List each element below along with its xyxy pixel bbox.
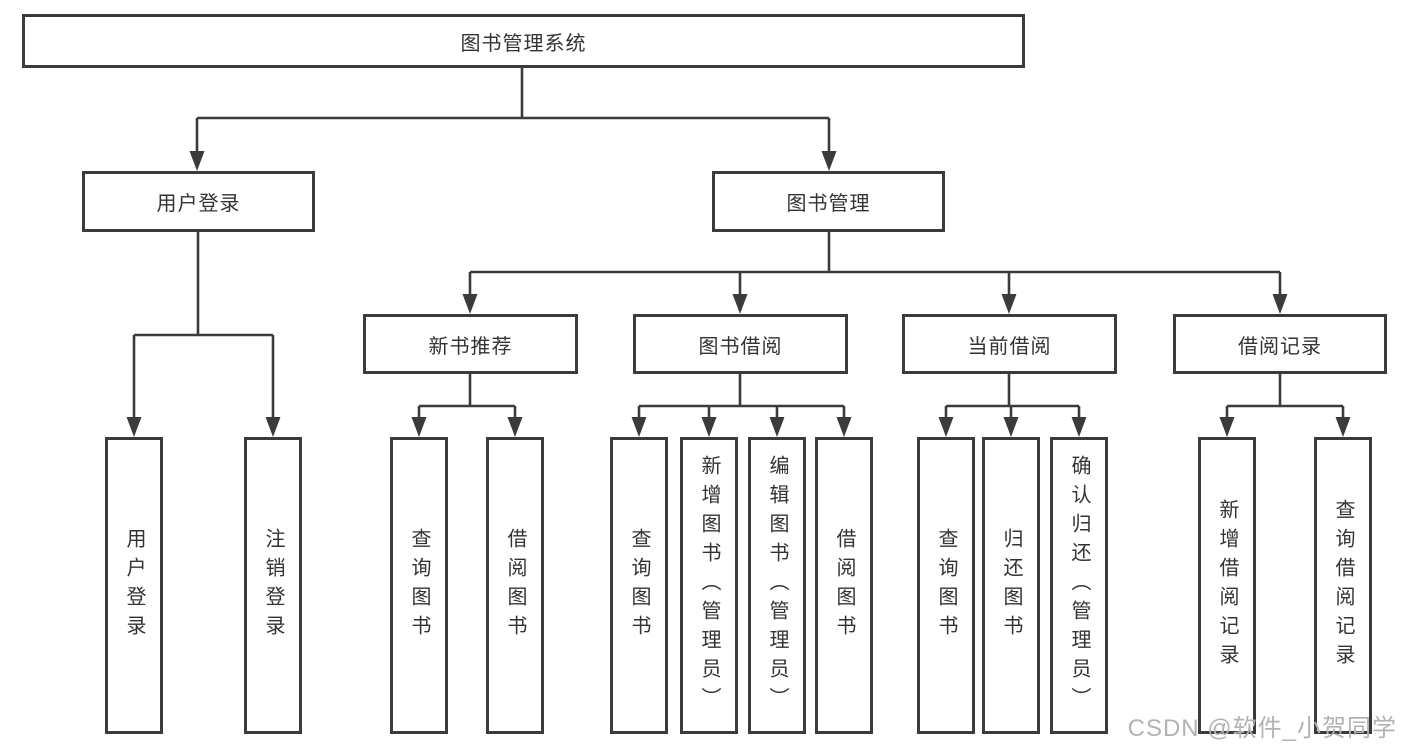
node-label: 新书推荐 bbox=[428, 335, 513, 358]
leaf-label: 编辑图书（管理员） bbox=[766, 455, 788, 716]
node-label: 借阅记录 bbox=[1238, 335, 1322, 358]
leaf-add-borrow-record: 新增借阅记录 bbox=[1198, 437, 1256, 734]
node-label: 图书管理 bbox=[786, 193, 871, 215]
leaf-label: 新增图书（管理员） bbox=[698, 455, 720, 716]
leaf-label: 借阅图书 bbox=[833, 527, 855, 644]
leaf-label: 用户登录 bbox=[123, 527, 145, 644]
node-book-management: 图书管理 bbox=[712, 171, 945, 232]
node-borrow-records: 借阅记录 bbox=[1173, 314, 1387, 374]
node-user-login: 用户登录 bbox=[82, 171, 315, 232]
connector-current-to-leaves bbox=[944, 374, 1081, 418]
connector-newrec-to-leaves bbox=[417, 374, 517, 418]
connector-borrow-to-leaves bbox=[637, 374, 846, 418]
node-current-borrow: 当前借阅 bbox=[902, 314, 1117, 374]
leaf-add-books-admin: 新增图书（管理员） bbox=[680, 437, 738, 734]
node-library-system: 图书管理系统 bbox=[22, 14, 1025, 68]
leaf-borrow-books-recommend: 借阅图书 bbox=[486, 437, 544, 734]
leaf-return-books: 归还图书 bbox=[982, 437, 1040, 734]
leaf-query-books-borrow: 查询图书 bbox=[610, 437, 668, 734]
leaf-logout: 注销登录 bbox=[244, 437, 302, 734]
leaf-confirm-return-admin: 确认归还（管理员） bbox=[1050, 437, 1108, 734]
leaf-user-login: 用户登录 bbox=[105, 437, 163, 734]
leaf-label: 查询图书 bbox=[935, 527, 957, 644]
connector-records-to-leaves bbox=[1225, 374, 1345, 418]
leaf-label: 注销登录 bbox=[262, 527, 284, 644]
node-book-borrow: 图书借阅 bbox=[633, 314, 848, 374]
leaf-edit-books-admin: 编辑图书（管理员） bbox=[748, 437, 806, 734]
leaf-label: 查询图书 bbox=[628, 527, 650, 644]
node-label: 当前借阅 bbox=[967, 335, 1052, 358]
csdn-watermark: CSDN @软件_小贺同学 bbox=[1127, 715, 1397, 742]
node-label: 图书管理系统 bbox=[460, 32, 587, 55]
leaf-label: 归还图书 bbox=[1000, 527, 1022, 644]
connector-userlogin-to-leaves bbox=[132, 232, 275, 418]
leaf-query-books-current: 查询图书 bbox=[917, 437, 975, 734]
node-new-book-recommend: 新书推荐 bbox=[363, 314, 578, 374]
leaf-label: 确认归还（管理员） bbox=[1068, 455, 1090, 716]
leaf-label: 新增借阅记录 bbox=[1216, 498, 1238, 673]
leaf-label: 借阅图书 bbox=[504, 527, 526, 644]
connector-bookmgmt-to-level3 bbox=[468, 232, 1282, 295]
arrowheads bbox=[126, 151, 1351, 437]
leaf-borrow-books: 借阅图书 bbox=[815, 437, 873, 734]
node-label: 图书借阅 bbox=[698, 335, 783, 358]
leaf-query-books-recommend: 查询图书 bbox=[390, 437, 448, 734]
connector-root-to-level2 bbox=[195, 68, 831, 152]
leaf-query-borrow-record: 查询借阅记录 bbox=[1314, 437, 1372, 734]
leaf-label: 查询借阅记录 bbox=[1332, 498, 1354, 673]
leaf-label: 查询图书 bbox=[408, 527, 430, 644]
node-label: 用户登录 bbox=[156, 193, 241, 215]
